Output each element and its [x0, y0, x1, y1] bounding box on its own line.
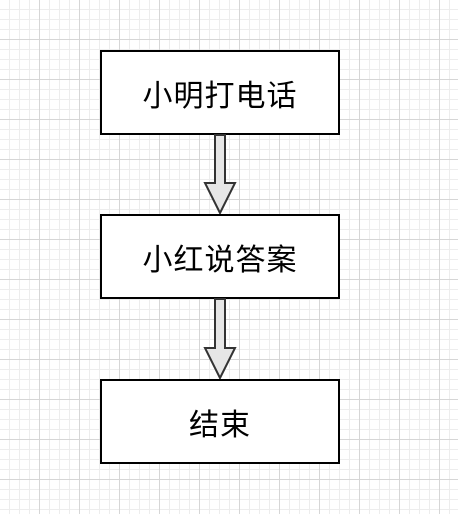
- node-label: 小明打电话: [142, 78, 298, 114]
- node-label: 小红说答案: [142, 242, 298, 278]
- flow-arrow-1: [203, 134, 237, 216]
- flow-arrow-2: [203, 298, 237, 381]
- flow-node-xiaohong-answers[interactable]: 小红说答案: [100, 214, 340, 299]
- arrow-shape: [203, 298, 237, 381]
- node-label: 结束: [189, 407, 251, 443]
- arrow-shape: [203, 134, 237, 216]
- flow-node-xiaoming-calls[interactable]: 小明打电话: [100, 50, 340, 135]
- flow-node-end[interactable]: 结束: [100, 379, 340, 464]
